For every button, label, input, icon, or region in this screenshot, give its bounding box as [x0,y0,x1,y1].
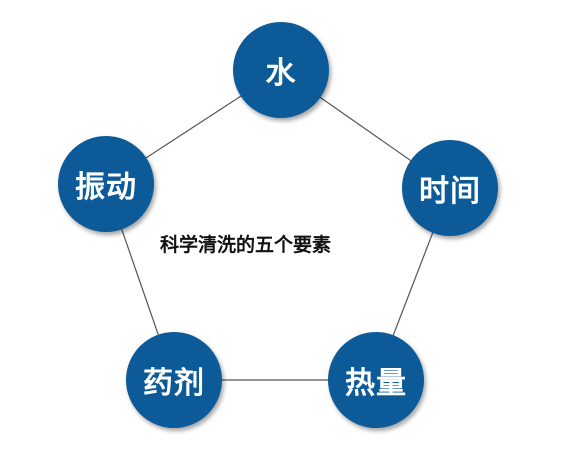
diagram-title: 科学清洗的五个要素 [160,234,332,256]
node-vibration: 振动 [58,136,154,232]
node-heat-label: 热量 [345,366,407,401]
node-chemical: 药剂 [126,332,222,428]
node-time: 时间 [402,140,498,236]
node-water: 水 [233,22,329,118]
node-water-label: 水 [265,56,297,91]
node-heat: 热量 [328,332,424,428]
node-vibration-label: 振动 [75,170,137,205]
node-chemical-label: 药剂 [143,366,205,401]
node-time-label: 时间 [419,174,481,209]
